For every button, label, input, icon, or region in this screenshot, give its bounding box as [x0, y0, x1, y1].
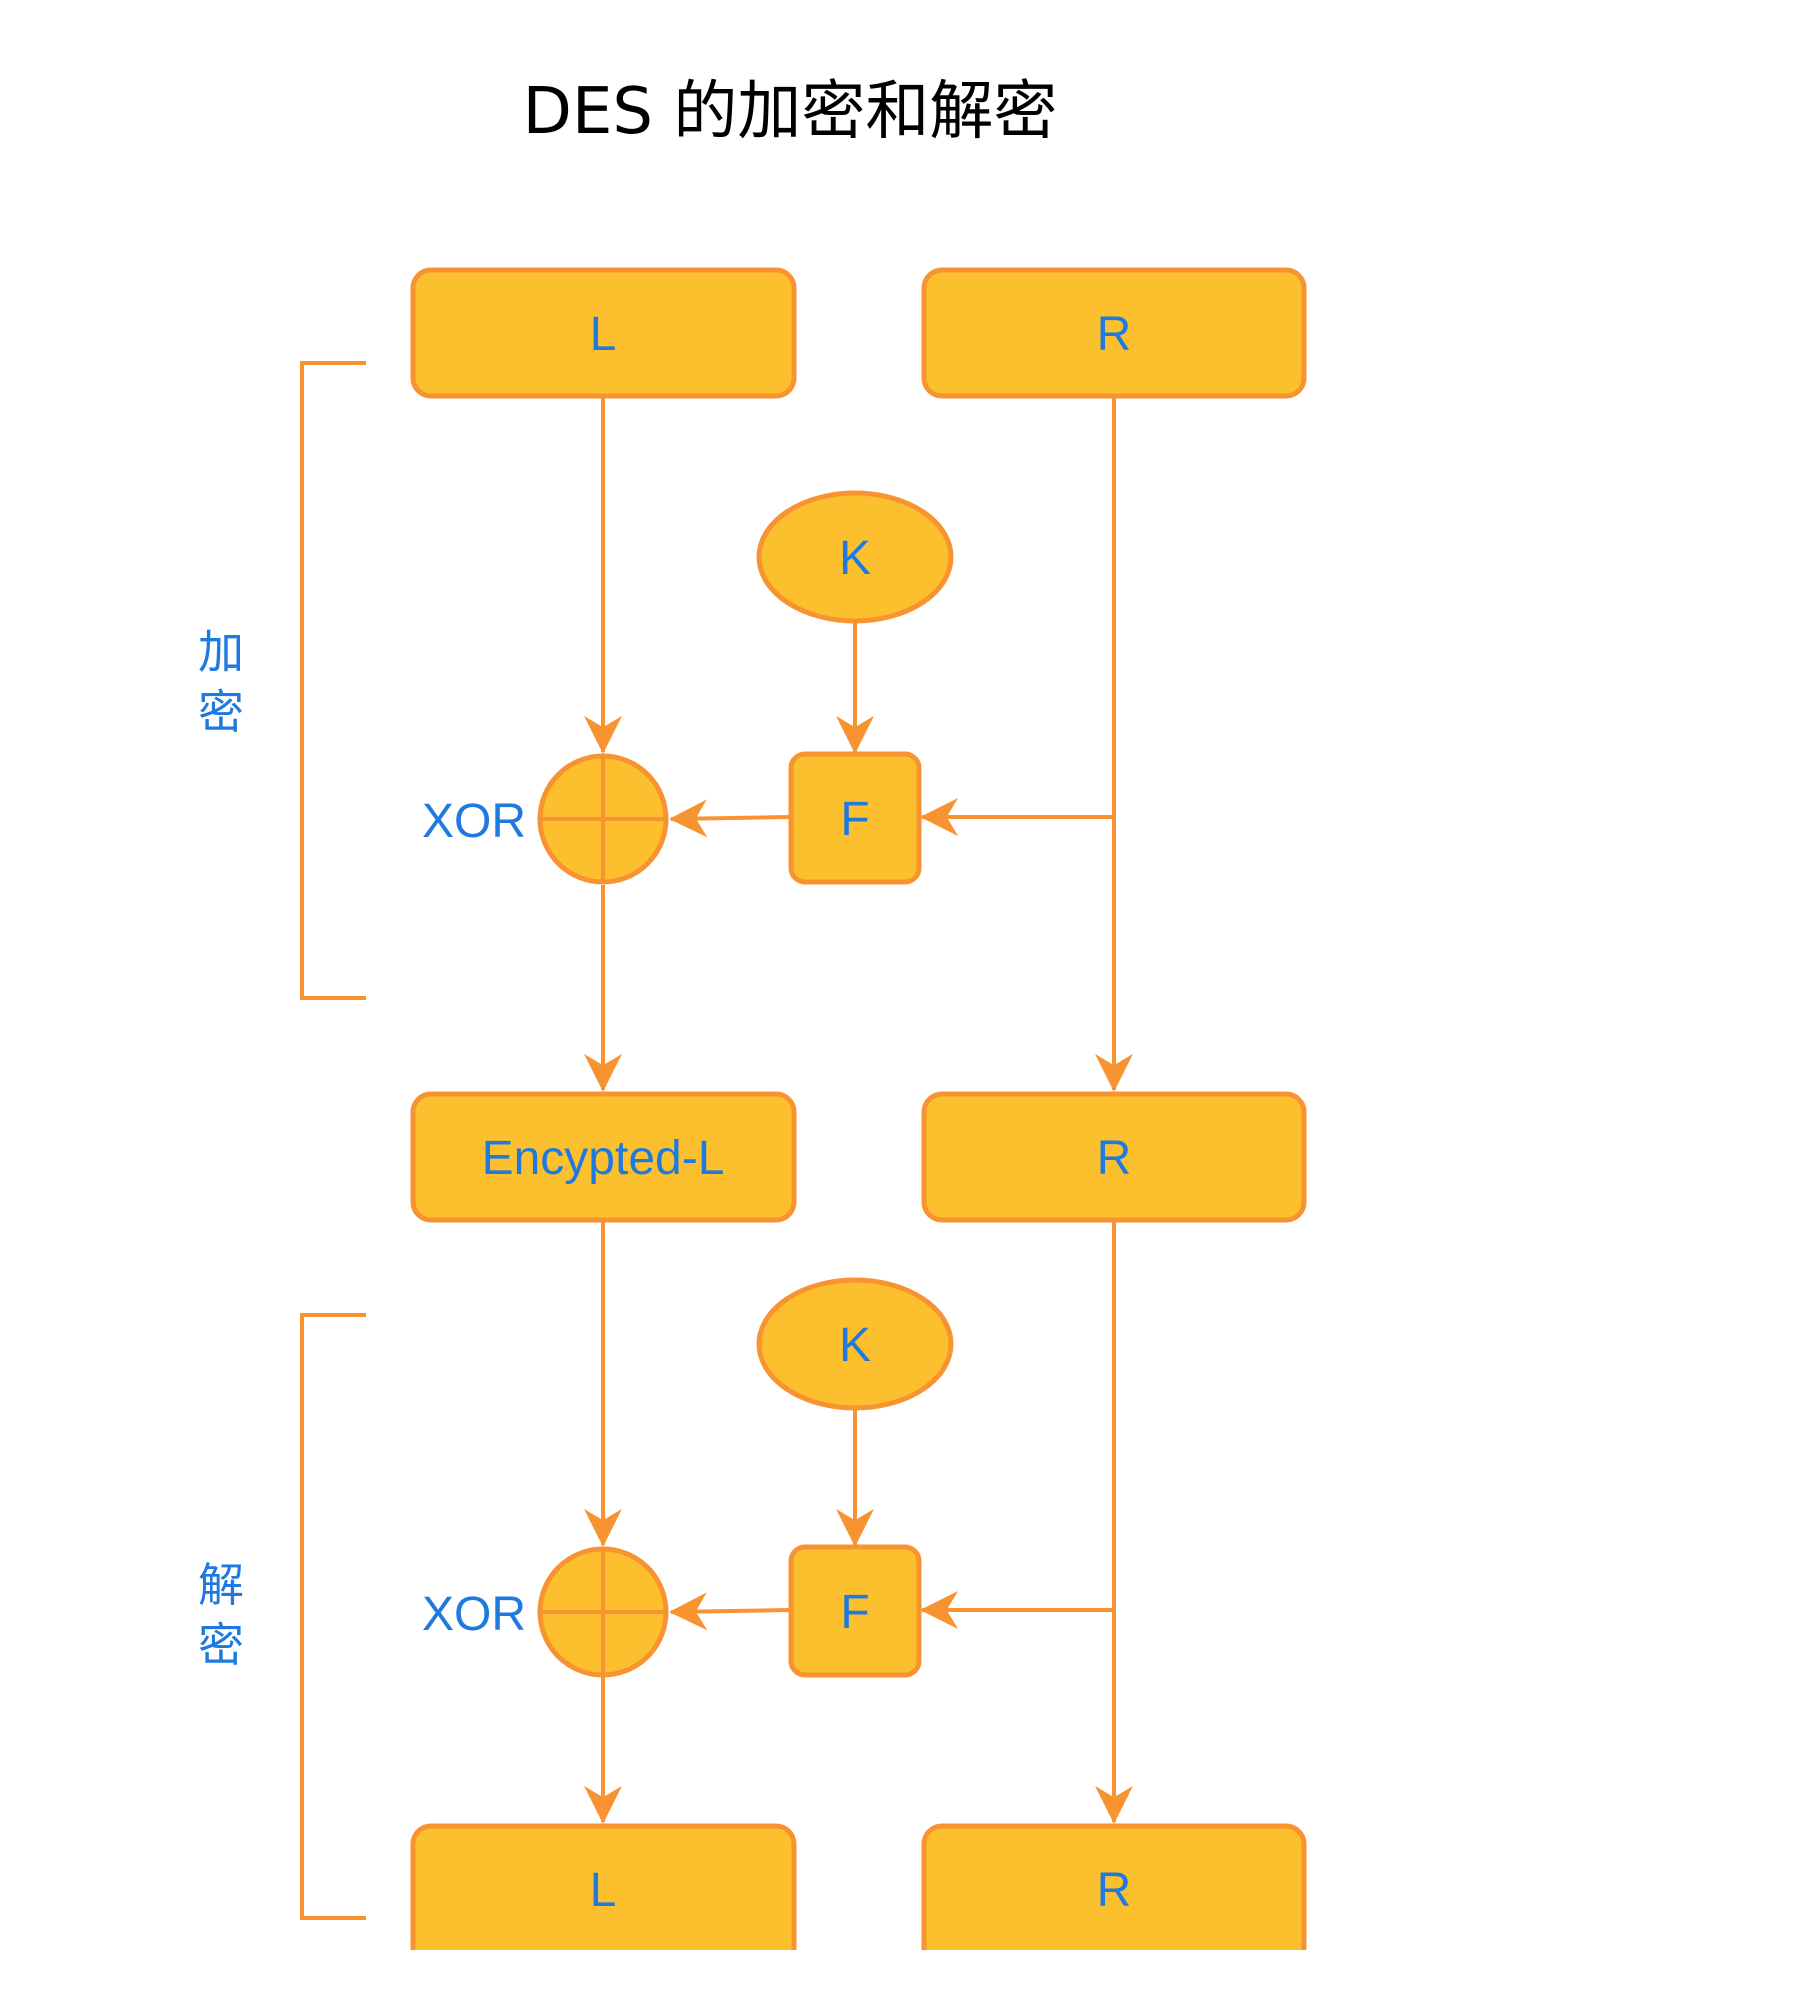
- node-mid-l-label: Encypted-L: [482, 1132, 725, 1185]
- node-enc-xor-label: XOR: [422, 795, 526, 848]
- node-bot-l: L: [410, 1823, 797, 1989]
- node-dec-k-label: K: [839, 1319, 871, 1372]
- node-dec-f-label: F: [840, 1586, 869, 1639]
- node-bot-l-label: L: [590, 1864, 617, 1917]
- edge-dec-f-to-dec-xor: [669, 1592, 791, 1631]
- diagram-title: DES 的加密和解密: [523, 75, 1058, 149]
- node-dec-xor-label: XOR: [422, 1588, 526, 1641]
- encrypt-bracket: [300, 361, 366, 1000]
- node-top-l-label: L: [590, 308, 617, 361]
- edge-enc-f-to-enc-xor: [669, 799, 791, 838]
- decrypt-label-char-1: 解: [198, 1558, 244, 1612]
- node-dec-xor: XOR: [422, 1546, 669, 1678]
- node-bot-r: R: [921, 1823, 1307, 1989]
- node-enc-f-label: F: [840, 793, 869, 846]
- node-enc-k-label: K: [839, 532, 871, 585]
- encrypt-label-char-2: 密: [198, 685, 244, 739]
- node-enc-f: F: [788, 751, 922, 885]
- node-dec-f: F: [788, 1544, 922, 1678]
- bottom-crop-mask: [0, 1950, 1797, 2000]
- node-top-l: L: [410, 267, 797, 399]
- node-dec-k: K: [756, 1277, 954, 1411]
- node-mid-l: Encypted-L: [410, 1091, 797, 1223]
- decrypt-label-char-2: 密: [198, 1618, 244, 1672]
- node-top-r: R: [921, 267, 1307, 399]
- node-top-r-label: R: [1097, 308, 1132, 361]
- edges: [584, 398, 1133, 1824]
- node-enc-xor: XOR: [422, 753, 669, 885]
- decrypt-section: 解 密: [198, 1313, 366, 1920]
- node-bot-r-label: R: [1097, 1864, 1132, 1917]
- node-enc-k: K: [756, 490, 954, 624]
- encrypt-label-char-1: 加: [198, 625, 244, 679]
- node-mid-r-label: R: [1097, 1132, 1132, 1185]
- encrypt-section: 加 密: [198, 361, 366, 1000]
- nodes: L R K F XOR Encypted-L: [410, 267, 1307, 1989]
- node-mid-r: R: [921, 1091, 1307, 1223]
- decrypt-bracket: [300, 1313, 366, 1920]
